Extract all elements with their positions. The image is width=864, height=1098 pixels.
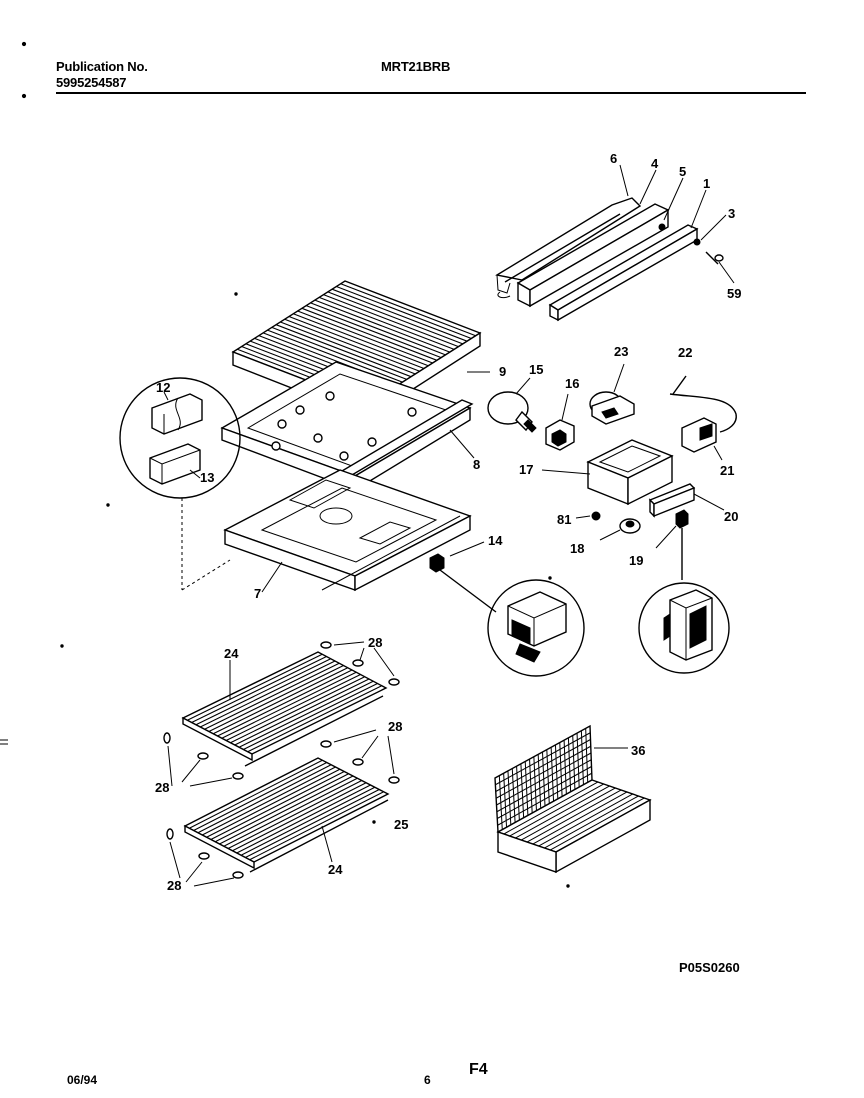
model-number: MRT21BRB (381, 59, 451, 74)
callout-1: 1 (703, 176, 710, 191)
callout-21: 21 (720, 463, 734, 478)
lower-shelf-bars (189, 759, 384, 861)
callout-36: 36 (631, 743, 645, 758)
upper-shelf-assembly (220, 280, 490, 492)
footer-date: 06/94 (67, 1073, 98, 1087)
callout-16: 16 (565, 376, 579, 391)
upper-wire-shelf (181, 651, 388, 767)
callout-6: 6 (610, 151, 617, 166)
callout-59: 59 (727, 286, 741, 301)
callout-labels: 6 4 5 1 3 59 9 15 23 22 16 12 13 8 17 21… (155, 151, 741, 893)
header-rule (56, 92, 806, 94)
callout-4: 4 (651, 156, 659, 171)
shelf-clips (163, 641, 400, 887)
callout-8: 8 (473, 457, 480, 472)
inset-circle-12-13 (119, 377, 241, 591)
publication-label: Publication No. (56, 59, 148, 74)
callout-22: 22 (678, 345, 692, 360)
callout-7: 7 (254, 586, 261, 601)
callout-14: 14 (488, 533, 503, 548)
footer-page-number: 6 (424, 1073, 431, 1087)
wire-basket (494, 724, 652, 874)
callout-19: 19 (629, 553, 643, 568)
callout-15: 15 (529, 362, 543, 377)
callout-81: 81 (557, 512, 571, 527)
lamp-socket (545, 393, 575, 451)
light-bulb (487, 377, 537, 433)
callout-28-middle-left: 28 (155, 780, 169, 795)
publication-number: 5995254587 (56, 75, 127, 90)
callout-28-upper-right: 28 (368, 635, 382, 650)
footer-figure-label: F4 (469, 1061, 488, 1078)
specks (0, 41, 570, 888)
callout-5: 5 (679, 164, 686, 179)
diagram-code: P05S0260 (679, 960, 740, 975)
callout-28-middle-right: 28 (388, 719, 402, 734)
basket-bars (495, 728, 645, 851)
callout-13: 13 (200, 470, 214, 485)
callout-24-lower: 24 (328, 862, 343, 877)
callout-25: 25 (394, 817, 408, 832)
switch-14 (429, 541, 585, 677)
inset-circle-19 (638, 582, 730, 674)
callout-23: 23 (614, 344, 628, 359)
callout-3: 3 (728, 206, 735, 221)
upper-shelf-bars (187, 653, 382, 753)
callout-20: 20 (724, 509, 738, 524)
control-23 (589, 363, 635, 425)
callout-18: 18 (570, 541, 584, 556)
callout-24-upper: 24 (224, 646, 239, 661)
thermostat-22-21 (669, 375, 737, 461)
lower-tray (223, 469, 472, 593)
callout-12: 12 (156, 380, 170, 395)
control-housing (541, 439, 725, 580)
lower-wire-shelf (183, 757, 390, 873)
callout-9: 9 (499, 364, 506, 379)
callout-17: 17 (519, 462, 533, 477)
callout-28-lower-left: 28 (167, 878, 181, 893)
rail-assembly (495, 164, 735, 322)
